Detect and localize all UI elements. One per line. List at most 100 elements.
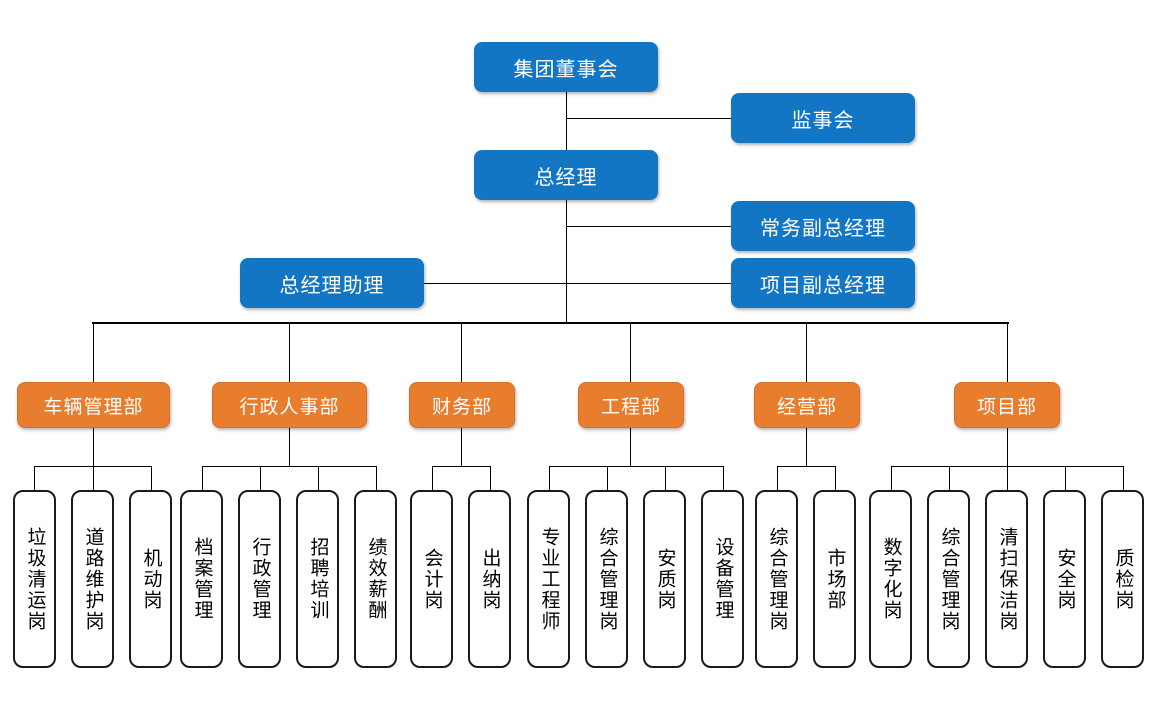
node-post-cleaning-sanitation[interactable]: 清扫保洁岗 xyxy=(985,490,1028,668)
node-label: 质检岗 xyxy=(1112,547,1134,611)
node-label: 机动岗 xyxy=(140,547,162,611)
node-board-of-directors[interactable]: 集团董事会 xyxy=(474,42,658,92)
node-label: 安质岗 xyxy=(654,547,676,611)
connector-dept1-child-2 xyxy=(93,466,94,490)
connector-dept6-child-4 xyxy=(1065,466,1066,490)
connector-dept6-child-5 xyxy=(1123,466,1124,490)
connector-dept1-child-3 xyxy=(151,466,152,490)
node-label: 综合管理岗 xyxy=(938,526,960,632)
node-label: 经营部 xyxy=(776,396,837,418)
node-post-professional-engineer[interactable]: 专业工程师 xyxy=(527,490,570,668)
connector-dept5-stem xyxy=(806,428,807,466)
node-post-safety-quality[interactable]: 安质岗 xyxy=(643,490,686,668)
node-post-digitalization[interactable]: 数字化岗 xyxy=(869,490,912,668)
node-label: 会计岗 xyxy=(421,547,443,611)
connector-dept5-child-2 xyxy=(835,466,836,490)
node-post-cashier[interactable]: 出纳岗 xyxy=(468,490,511,668)
connector-dept4-bus xyxy=(549,466,724,467)
connector-dept4-child-4 xyxy=(723,466,724,490)
connector-bus-drop-4 xyxy=(630,322,631,382)
connector-dept3-bus xyxy=(432,466,491,467)
connector-dept1-stem xyxy=(93,428,94,466)
connector-board-to-supervisory xyxy=(566,118,731,119)
connector-dept2-child-3 xyxy=(318,466,319,490)
connector-dept2-child-2 xyxy=(260,466,261,490)
node-label: 专业工程师 xyxy=(538,526,560,632)
node-label: 安全岗 xyxy=(1054,547,1076,611)
node-department-operations[interactable]: 经营部 xyxy=(754,382,860,428)
node-department-engineering[interactable]: 工程部 xyxy=(578,382,684,428)
node-post-performance-compensation[interactable]: 绩效薪酬 xyxy=(354,490,397,668)
node-post-equipment-management[interactable]: 设备管理 xyxy=(701,490,744,668)
node-post-engineering-general-management[interactable]: 综合管理岗 xyxy=(585,490,628,668)
node-label: 档案管理 xyxy=(191,537,213,621)
node-post-marketing[interactable]: 市场部 xyxy=(813,490,856,668)
connector-bus-drop-3 xyxy=(461,322,462,382)
node-label: 工程部 xyxy=(600,396,661,418)
node-department-administration-hr[interactable]: 行政人事部 xyxy=(212,382,367,428)
node-post-mobile-duty[interactable]: 机动岗 xyxy=(129,490,172,668)
node-label: 综合管理岗 xyxy=(596,526,618,632)
connector-dept2-bus xyxy=(202,466,377,467)
node-label: 出纳岗 xyxy=(479,547,501,611)
node-label: 行政人事部 xyxy=(239,396,340,418)
connector-dept6-child-2 xyxy=(949,466,950,490)
connector-dept4-child-1 xyxy=(549,466,550,490)
node-post-safety[interactable]: 安全岗 xyxy=(1043,490,1086,668)
connector-dept3-child-1 xyxy=(432,466,433,490)
connector-dept1-child-1 xyxy=(34,466,35,490)
node-post-garbage-collection[interactable]: 垃圾清运岗 xyxy=(13,490,56,668)
node-post-operations-general-management[interactable]: 综合管理岗 xyxy=(755,490,798,668)
node-project-deputy-gm[interactable]: 项目副总经理 xyxy=(731,258,915,308)
node-label: 集团董事会 xyxy=(513,58,619,81)
connector-dept4-stem xyxy=(630,428,631,466)
connector-dept3-child-2 xyxy=(490,466,491,490)
node-label: 财务部 xyxy=(431,396,492,418)
node-label: 总经理助理 xyxy=(279,274,385,297)
node-label: 清扫保洁岗 xyxy=(996,526,1018,632)
connector-dept2-stem xyxy=(289,428,290,466)
connector-dept6-child-1 xyxy=(891,466,892,490)
node-label: 数字化岗 xyxy=(880,537,902,621)
node-label: 市场部 xyxy=(824,547,846,611)
node-post-project-general-management[interactable]: 综合管理岗 xyxy=(927,490,970,668)
connector-gm-to-exec-deputy xyxy=(566,226,731,227)
node-gm-assistant[interactable]: 总经理助理 xyxy=(240,258,424,308)
node-post-quality-inspection[interactable]: 质检岗 xyxy=(1101,490,1144,668)
connector-dept4-child-2 xyxy=(607,466,608,490)
connector-dept5-child-1 xyxy=(777,466,778,490)
node-supervisory-board[interactable]: 监事会 xyxy=(731,93,915,143)
connector-bus-drop-5 xyxy=(806,322,807,382)
node-post-archive-management[interactable]: 档案管理 xyxy=(180,490,223,668)
connector-gm-to-bus xyxy=(566,199,567,323)
node-department-finance[interactable]: 财务部 xyxy=(409,382,515,428)
connector-dept2-child-4 xyxy=(376,466,377,490)
node-label: 常务副总经理 xyxy=(760,217,886,240)
connector-bus-drop-6 xyxy=(1007,322,1008,382)
node-general-manager[interactable]: 总经理 xyxy=(474,150,658,200)
node-label: 项目部 xyxy=(976,396,1037,418)
node-post-road-maintenance[interactable]: 道路维护岗 xyxy=(71,490,114,668)
node-post-accounting[interactable]: 会计岗 xyxy=(410,490,453,668)
connector-gm-to-project-deputy xyxy=(566,283,731,284)
connector-dept3-stem xyxy=(461,428,462,466)
connector-dept2-child-1 xyxy=(202,466,203,490)
node-label: 道路维护岗 xyxy=(82,526,104,632)
connector-gm-assistant-to-gm xyxy=(424,283,567,284)
connector-dept6-stem xyxy=(1007,428,1008,466)
node-department-vehicle-management[interactable]: 车辆管理部 xyxy=(17,382,170,428)
node-label: 设备管理 xyxy=(712,537,734,621)
node-label: 招聘培训 xyxy=(307,537,329,621)
connector-dept5-bus xyxy=(777,466,836,467)
node-post-recruitment-training[interactable]: 招聘培训 xyxy=(296,490,339,668)
node-executive-deputy-gm[interactable]: 常务副总经理 xyxy=(731,201,915,251)
node-label: 绩效薪酬 xyxy=(365,537,387,621)
node-post-administration-management[interactable]: 行政管理 xyxy=(238,490,281,668)
node-label: 车辆管理部 xyxy=(43,396,144,418)
connector-board-to-gm xyxy=(566,92,567,150)
connector-dept6-child-3 xyxy=(1007,466,1008,490)
node-label: 监事会 xyxy=(791,109,855,132)
node-department-project[interactable]: 项目部 xyxy=(954,382,1060,428)
connector-department-bus xyxy=(92,322,1009,324)
